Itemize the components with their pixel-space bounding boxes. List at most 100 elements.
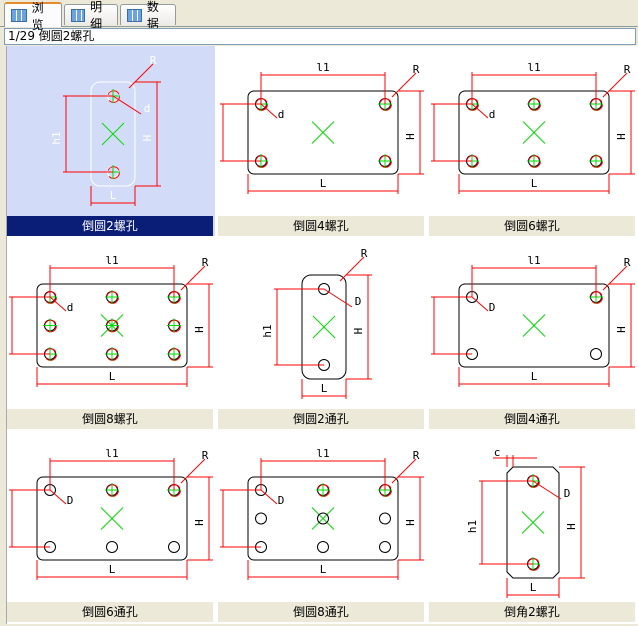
thumbnail-label: 倒圆2螺孔 [7,216,213,236]
thumbnail-label: 倒圆6通孔 [7,602,213,622]
dim-line [391,72,417,98]
dim-label-hole: d [67,301,74,314]
dim-label-h1: h1 [7,323,9,336]
thumbnail-label: 倒圆6螺孔 [429,216,635,236]
dim-line [391,458,417,484]
dim-label-l1: l1 [316,447,329,460]
dim-label-l1: l1 [316,61,329,74]
dim-label-H: H [615,326,628,333]
thread-mark [528,98,541,111]
dim-label-hole: D [67,494,74,507]
thread-mark [106,348,119,361]
dim-label-h1: h1 [466,520,479,533]
tab-label: 浏览 [31,0,44,32]
plate-outline [301,274,347,380]
hole [379,512,391,525]
dim-label-R: R [624,63,631,76]
thread-mark [527,475,540,488]
hole-leader [471,296,489,312]
dim-line [602,72,628,98]
hole [255,512,267,525]
dim-label-L: L [320,563,327,576]
dim-label-H: H [352,328,365,335]
thread-mark [379,98,392,111]
dim-label-hole: D [278,494,285,507]
dim-label-R: R [361,247,368,260]
tab-browse[interactable]: 浏览 [4,1,62,32]
dim-label-R: R [413,449,420,462]
thumbnail-label: 倒圆4通孔 [429,409,635,429]
tab-label: 数据 [146,0,159,31]
tab-data[interactable]: 数据 [120,0,176,31]
thread-mark [317,484,330,497]
hole [168,541,180,553]
dim-label-l1: l1 [527,254,540,267]
table-icon [127,8,142,22]
dim-label-H: H [404,519,417,526]
hole-leader [471,103,489,119]
hole-leader [323,288,353,308]
list-icon [71,8,86,22]
thread-mark [44,319,57,333]
dim-label-hole: D [489,301,496,314]
thread-mark [255,155,268,168]
dim-label-L: L [530,581,537,594]
dim-label-h1: h1 [50,131,63,144]
hole-leader [260,103,278,119]
thread-mark [168,348,181,361]
dim-label-R: R [150,54,157,67]
dim-label-hole: D [564,487,571,500]
plate-outline [36,476,188,561]
dim-label-l1: l1 [527,61,540,74]
center-mark [312,315,336,339]
dim-line [180,265,206,291]
center-mark [522,121,546,144]
dim-label-l1: l1 [105,254,118,267]
dim-line [128,63,154,89]
hole-leader [49,296,67,312]
hole [379,541,391,553]
thumbnail-label: 倒角2螺孔 [429,602,635,622]
dim-label-L: L [531,370,538,383]
dim-label-H: H [565,523,578,530]
hole [106,541,118,553]
dim-label-h1: h1 [429,323,431,336]
dim-label-L: L [109,563,116,576]
center-mark [100,507,124,530]
plate-outline [90,81,136,187]
thumbnail-label: 倒圆8螺孔 [7,409,213,429]
dim-label-h1: h1 [7,516,9,529]
thumbnail-label: 倒圆2通孔 [218,409,424,429]
hole-leader [49,489,67,505]
dim-label-H: H [404,133,417,140]
thread-mark [255,98,268,111]
hole [590,348,602,360]
plate-outline [247,476,399,561]
thread-mark [44,291,57,304]
dim-label-L: L [531,177,538,190]
hole-leader [532,480,562,500]
center-mark [522,314,546,337]
dim-label-L: L [110,189,117,202]
dim-line [339,256,365,282]
plate-outline [458,283,610,368]
thread-mark [379,484,392,497]
center-mark [311,121,335,144]
dim-label-l1: l1 [105,447,118,460]
thread-mark [528,155,541,168]
tab-details[interactable]: 明细 [64,0,118,31]
